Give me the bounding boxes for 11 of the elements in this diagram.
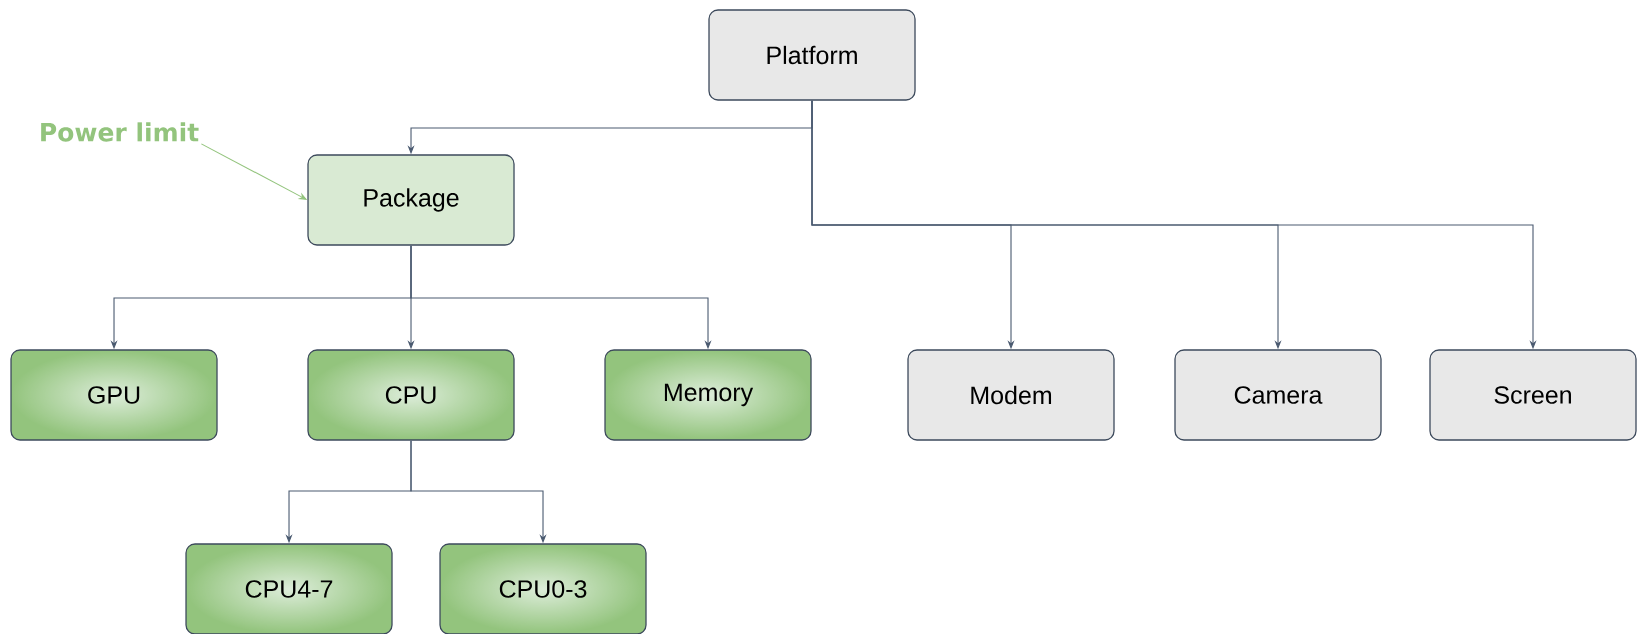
process-box: CPU4-7 bbox=[185, 543, 393, 634]
process-box: Platform bbox=[708, 9, 916, 101]
process-box: Camera bbox=[1174, 349, 1382, 441]
process-box: CPU bbox=[307, 349, 515, 441]
annotation-text: Power limit bbox=[41, 122, 199, 142]
process-box: Modem bbox=[907, 349, 1115, 441]
process-box: GPU bbox=[10, 349, 218, 441]
process-box: CPU0-3 bbox=[439, 543, 647, 634]
process-box: Package bbox=[307, 154, 515, 246]
process-box: Memory bbox=[604, 349, 812, 441]
process-box: Screen bbox=[1429, 349, 1637, 441]
